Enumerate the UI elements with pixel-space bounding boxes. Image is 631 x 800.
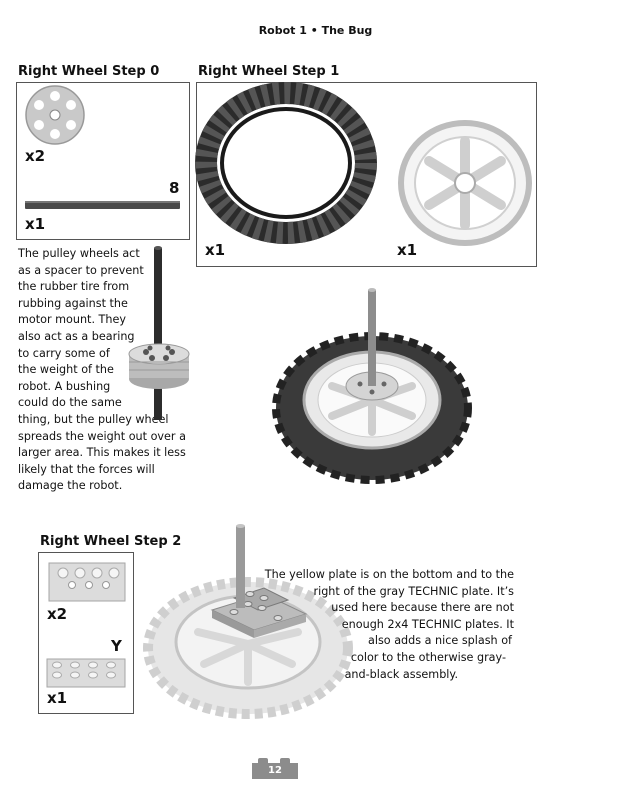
page-number: 12 <box>252 758 298 779</box>
text-line: larger area. This makes it less <box>18 446 186 460</box>
text-line: right of the gray TECHNIC plate. It’s <box>313 584 514 598</box>
text-line: thing, but the pulley wheel <box>18 412 169 426</box>
text-line: enough 2x4 TECHNIC plates. It <box>341 617 514 631</box>
text-line: also act as a bearing <box>18 329 135 343</box>
step0-title: Right Wheel Step 0 <box>18 64 160 79</box>
assembled-wheel-illustration <box>272 288 472 484</box>
pulley-qty: x2 <box>25 147 46 165</box>
plate-qty: x2 <box>47 605 68 623</box>
page-header: Robot 1 • The Bug <box>258 24 373 37</box>
step1-title: Right Wheel Step 1 <box>198 64 340 79</box>
axle-length-label: 8 <box>169 179 180 197</box>
text-line: the rubber tire from <box>18 280 130 294</box>
step1-parts-box: x1 x1 <box>195 82 537 267</box>
axle-icon <box>25 201 180 209</box>
text-line: and-black assembly. <box>344 667 458 681</box>
text-line: the weight of the <box>18 363 114 377</box>
plate-wheel-assembly-illustration <box>143 524 353 719</box>
step2-title: Right Wheel Step 2 <box>40 534 182 549</box>
text-line: robot. A bushing <box>18 379 111 393</box>
technic-plate-icon <box>48 562 126 602</box>
text-line: also adds a nice splash of <box>368 634 512 648</box>
text-line: damage the robot. <box>18 479 123 493</box>
yellow-plate-explanation: The yellow plate is on the bottom and to… <box>262 567 514 683</box>
text-line: used here because there are not <box>331 601 514 615</box>
text-line: to carry some of <box>18 346 110 360</box>
axle-pulley-assembly-illustration <box>128 246 190 420</box>
text-line: motor mount. They <box>18 313 126 327</box>
text-line: The yellow plate is on the bottom and to… <box>264 568 514 581</box>
text-line: The pulley wheels act <box>18 247 140 260</box>
text-line: as a spacer to prevent <box>18 263 144 277</box>
text-line: rubbing against the <box>18 296 128 310</box>
step2-parts-box: x2 Y x1 <box>38 552 134 714</box>
wheel-hub-icon <box>398 120 532 246</box>
text-line: color to the otherwise gray- <box>350 650 506 664</box>
pulley-wheel-icon <box>25 85 85 145</box>
yellow-plate-qty: x1 <box>47 689 68 707</box>
pulley-explanation: The pulley wheels act as a spacer to pre… <box>18 246 193 495</box>
yellow-plate-icon <box>46 658 126 688</box>
text-line: could do the same <box>18 396 122 410</box>
yellow-marker: Y <box>111 637 122 655</box>
hub-qty: x1 <box>397 241 418 259</box>
page-number-text: 12 <box>268 765 282 776</box>
text-line: spreads the weight out over a <box>18 429 186 443</box>
text-line: likely that the forces will <box>18 462 155 476</box>
tire-icon <box>195 82 377 244</box>
tire-qty: x1 <box>205 241 226 259</box>
step0-parts-box: x2 8 x1 <box>16 82 190 240</box>
axle-qty: x1 <box>25 215 46 233</box>
